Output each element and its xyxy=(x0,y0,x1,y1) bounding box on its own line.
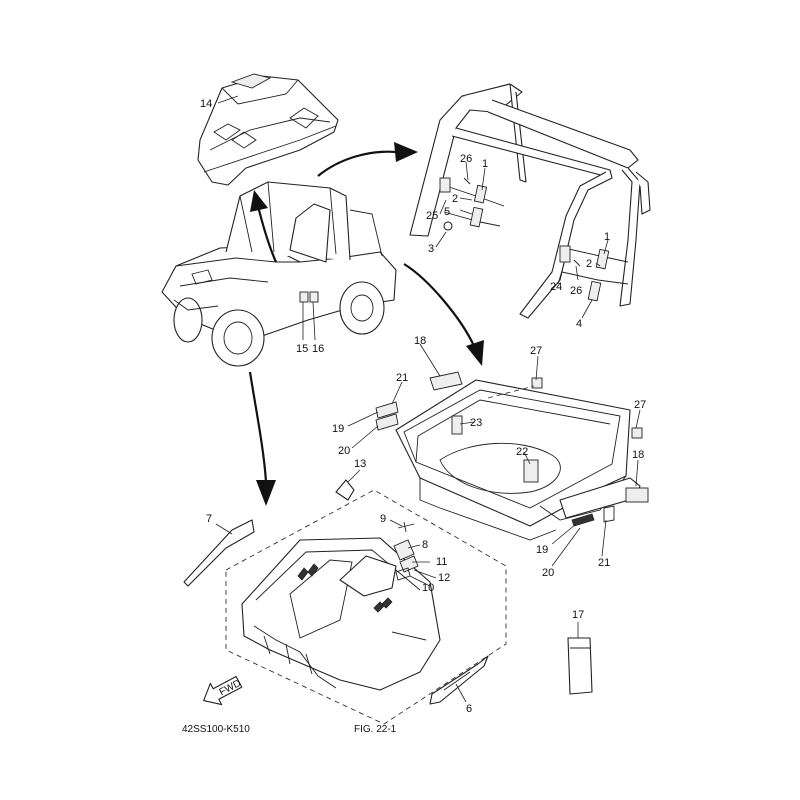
callout-21a: 21 xyxy=(396,372,408,384)
callout-13: 13 xyxy=(354,458,366,470)
callout-26a: 26 xyxy=(460,153,472,165)
callout-11: 11 xyxy=(436,556,447,568)
figure-reference: FIG. 22-1 xyxy=(354,724,397,735)
callout-10: 10 xyxy=(422,582,434,594)
callout-18a: 18 xyxy=(414,335,426,347)
callout-5: 5 xyxy=(444,206,450,218)
callout-25: 25 xyxy=(426,210,438,222)
cargo-bed-assembly xyxy=(347,343,649,567)
callout-3: 3 xyxy=(428,243,434,255)
roll-cage-assembly xyxy=(409,83,651,319)
sheet-part-17 xyxy=(567,622,593,695)
callout-24: 24 xyxy=(550,281,562,293)
side-stripe-7 xyxy=(183,519,255,587)
bed-decal-18 xyxy=(625,487,649,503)
callout-9: 9 xyxy=(380,513,386,525)
seat-panel-assembly xyxy=(197,73,339,186)
callout-17: 17 xyxy=(572,609,584,621)
callout-27b: 27 xyxy=(634,399,646,411)
fwd-direction-marker: FWD xyxy=(203,675,243,706)
seat-decal-14 xyxy=(230,73,272,89)
callout-20b: 20 xyxy=(542,567,554,579)
callout-21b: 21 xyxy=(598,557,610,569)
fwd-label: FWD xyxy=(218,678,243,698)
callout-6: 6 xyxy=(466,703,472,715)
callout-19b: 19 xyxy=(536,544,548,556)
callout-1a: 1 xyxy=(482,158,488,170)
callout-27a: 27 xyxy=(530,345,542,357)
callout-labels: 14 1 26 2 5 25 3 1 2 24 26 4 15 16 18 21… xyxy=(200,98,646,715)
callout-14: 14 xyxy=(200,98,212,110)
callout-16: 16 xyxy=(312,343,324,355)
callout-15: 15 xyxy=(296,343,308,355)
callout-1b: 1 xyxy=(604,231,610,243)
callout-12: 12 xyxy=(438,572,450,584)
bed-decal-22 xyxy=(523,459,539,483)
callout-2a: 2 xyxy=(452,193,458,205)
callout-7: 7 xyxy=(206,513,212,525)
vehicle-overview xyxy=(161,181,397,367)
callout-4: 4 xyxy=(576,318,582,330)
callout-19a: 19 xyxy=(332,423,344,435)
callout-26b: 26 xyxy=(570,285,582,297)
callout-23: 23 xyxy=(470,417,482,429)
catalog-code: 42SS100-K510 xyxy=(182,724,250,735)
callout-18b: 18 xyxy=(632,449,644,461)
callout-22: 22 xyxy=(516,446,528,458)
bed-decal-18-top xyxy=(429,371,463,391)
assembly-arrows xyxy=(248,142,484,506)
hood-assembly xyxy=(183,469,507,725)
callout-2b: 2 xyxy=(586,258,592,270)
callout-8: 8 xyxy=(422,539,428,551)
callout-20a: 20 xyxy=(338,445,350,457)
